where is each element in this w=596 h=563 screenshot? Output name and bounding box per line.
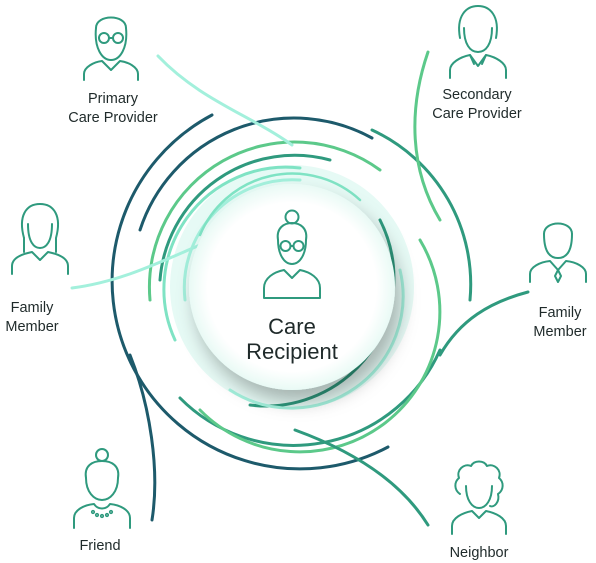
node-label-line1: Family — [10, 300, 54, 316]
curly-hair-person-icon — [451, 460, 507, 535]
connector-family-left — [70, 243, 202, 290]
woman-with-collar-icon — [449, 5, 507, 79]
node-label-line2: Care Provider — [432, 106, 522, 122]
node-label-line1: Family — [538, 305, 582, 321]
node-family-member-right: Family Member — [524, 304, 596, 342]
center-label-line2: Recipient — [246, 339, 338, 364]
connector-friend — [128, 353, 157, 522]
node-label-line1: Primary — [88, 91, 138, 107]
center-disc — [189, 184, 395, 390]
ring-9 — [162, 165, 302, 342]
ring-2 — [370, 128, 473, 302]
node-family-member-left: Family Member — [0, 299, 64, 337]
woman-long-hair-icon — [11, 203, 69, 275]
ring-7 — [158, 153, 332, 282]
ring-5 — [147, 140, 382, 302]
center-label: Care Recipient — [212, 314, 372, 364]
ring-12 — [198, 172, 362, 237]
node-label-line2: Member — [533, 324, 587, 340]
connector-neighbor — [293, 428, 430, 527]
elderly-man-glasses-icon — [83, 16, 139, 81]
node-label-line1: Friend — [79, 538, 121, 554]
node-label-line1: Secondary — [442, 87, 512, 103]
node-neighbor: Neighbor — [432, 544, 526, 563]
connector-family-right — [438, 290, 530, 357]
ring-3 — [138, 116, 374, 232]
node-friend: Friend — [62, 537, 138, 556]
connector-lines — [70, 50, 530, 527]
node-label-line2: Member — [5, 319, 59, 335]
ring-10 — [228, 268, 405, 410]
node-secondary-care-provider: Secondary Care Provider — [412, 86, 542, 124]
node-label-line1: Neighbor — [449, 545, 509, 561]
ring-11 — [182, 178, 302, 302]
node-primary-care-provider: Primary Care Provider — [48, 90, 178, 128]
node-label-line2: Care Provider — [68, 110, 158, 126]
man-with-tie-icon — [529, 222, 587, 283]
connector-secondary — [413, 50, 442, 222]
ring-6 — [198, 238, 442, 454]
center-label-line1: Care — [268, 314, 316, 339]
elderly-woman-icon — [263, 209, 321, 299]
woman-with-necklace-icon — [73, 448, 131, 529]
connector-primary — [156, 54, 294, 147]
